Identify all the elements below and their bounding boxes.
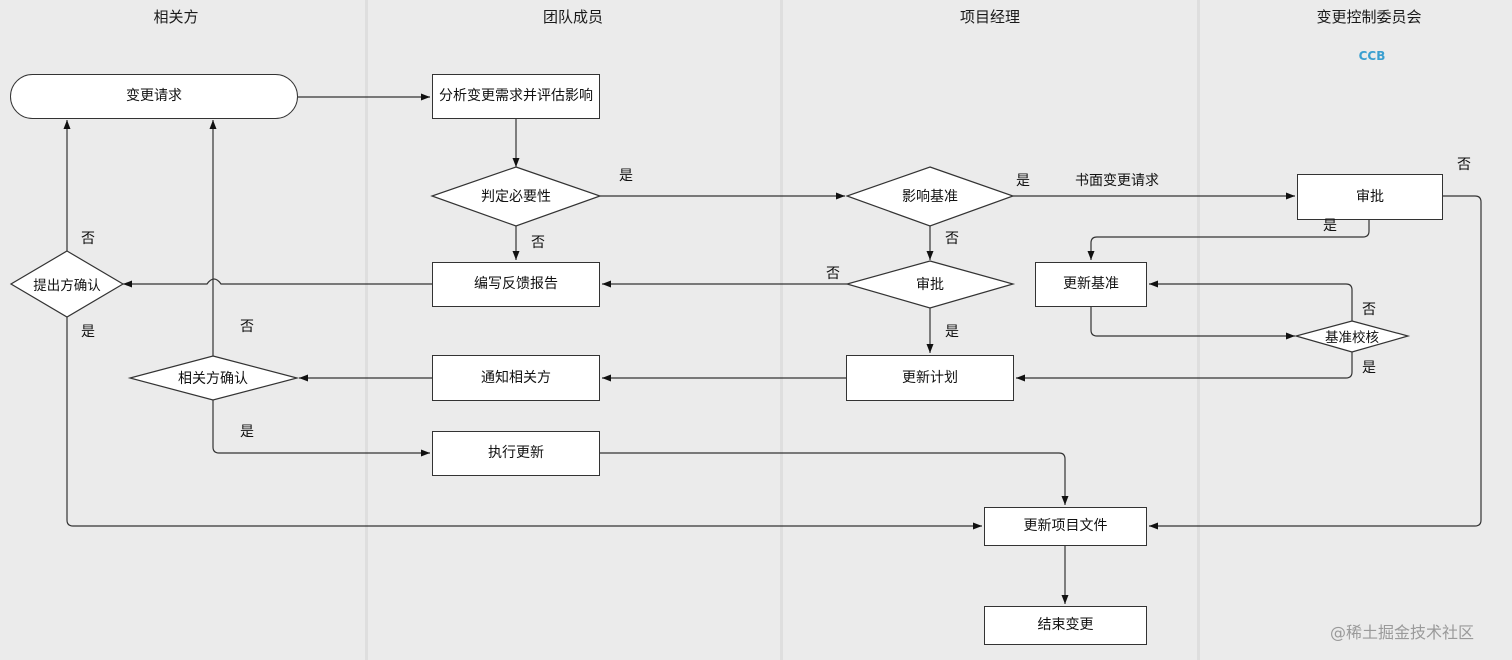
node-pm-approve-label: 审批 bbox=[916, 277, 944, 293]
node-baseline-check-label: 基准校核 bbox=[1325, 330, 1379, 346]
node-update-baseline: 更新基准 bbox=[1035, 262, 1147, 307]
node-feedback-report: 编写反馈报告 bbox=[432, 262, 600, 307]
edge-check-plan bbox=[1016, 352, 1353, 382]
node-end-change: 结束变更 bbox=[984, 606, 1147, 645]
label-ccb-yes: 是 bbox=[1323, 218, 1337, 234]
edge-ccb-baseline bbox=[1087, 220, 1370, 260]
lane-title-stakeholders: 相关方 bbox=[153, 8, 199, 26]
lane-divider bbox=[365, 0, 368, 660]
node-notify: 通知相关方 bbox=[432, 355, 600, 401]
lane-divider bbox=[780, 0, 783, 660]
node-necessity-label: 判定必要性 bbox=[481, 189, 551, 205]
lane-title-pm: 项目经理 bbox=[959, 8, 1021, 26]
edge-baseline-check bbox=[1090, 307, 1295, 340]
label-impact-no: 否 bbox=[945, 231, 959, 247]
label-stakeholder-no: 否 bbox=[240, 319, 254, 335]
diamond-pm-approve bbox=[844, 260, 1016, 309]
watermark: @稀土掘金技术社区 bbox=[1330, 623, 1475, 642]
node-update-plan: 更新计划 bbox=[846, 355, 1014, 401]
label-pm-approve-no: 否 bbox=[826, 266, 840, 282]
diamond-necessity bbox=[430, 166, 602, 227]
lane-pm bbox=[783, 0, 1197, 660]
label-impact-yes: 是 bbox=[1016, 173, 1030, 189]
node-ccb-approve: 审批 bbox=[1297, 174, 1443, 220]
node-execute: 执行更新 bbox=[432, 431, 600, 476]
node-analyze: 分析变更需求并评估影响 bbox=[432, 74, 600, 119]
diamond-baseline-check bbox=[1293, 320, 1411, 353]
edge-check-baseline bbox=[1149, 280, 1353, 321]
label-check-no: 否 bbox=[1362, 302, 1376, 318]
label-proposer-no: 否 bbox=[81, 231, 95, 247]
node-stakeholder-confirm-label: 相关方确认 bbox=[178, 371, 248, 387]
edge-ccb-docs bbox=[1149, 195, 1482, 530]
edge-proposer-docs bbox=[66, 317, 982, 530]
label-necessity-no: 否 bbox=[531, 235, 545, 251]
edge-stakeholder-execute bbox=[212, 400, 430, 457]
lane-title-team: 团队成员 bbox=[542, 8, 604, 26]
edge-feedback-proposer bbox=[123, 278, 432, 288]
diamond-stakeholder-confirm bbox=[127, 355, 300, 401]
lane-title-ccb: 变更控制委员会 bbox=[1316, 8, 1422, 26]
node-proposer-confirm-label: 提出方确认 bbox=[33, 278, 101, 294]
label-check-yes: 是 bbox=[1362, 360, 1376, 376]
diamond-proposer-confirm bbox=[9, 250, 125, 318]
edge-execute-docs bbox=[600, 452, 1069, 505]
ccb-badge: CCB bbox=[1358, 49, 1386, 63]
label-written-request: 书面变更请求 bbox=[1075, 173, 1159, 189]
node-update-docs: 更新项目文件 bbox=[984, 507, 1147, 546]
label-necessity-yes: 是 bbox=[619, 168, 633, 184]
label-proposer-yes: 是 bbox=[81, 324, 95, 340]
label-ccb-no: 否 bbox=[1457, 157, 1471, 173]
lane-divider bbox=[1197, 0, 1200, 660]
node-change-request: 变更请求 bbox=[10, 74, 298, 119]
label-stakeholder-yes: 是 bbox=[240, 424, 254, 440]
node-impact-baseline-label: 影响基准 bbox=[902, 189, 958, 205]
diamond-impact-baseline bbox=[845, 166, 1015, 227]
label-pm-approve-yes: 是 bbox=[945, 324, 959, 340]
